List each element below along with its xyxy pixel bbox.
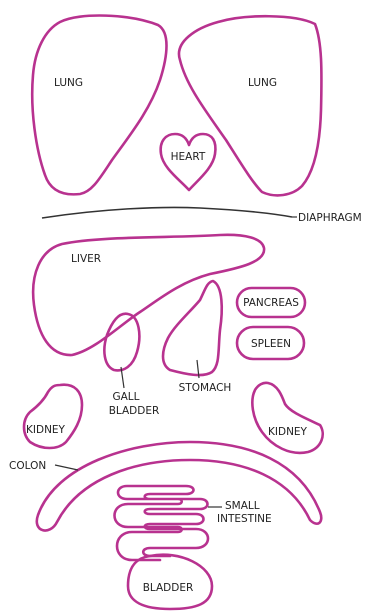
liver-label: LIVER [71,253,101,265]
gall-bladder-label: BLADDER [109,405,160,417]
heart-label: HEART [171,151,206,163]
stomach-outline [163,281,222,375]
pancreas-label: PANCREAS [243,297,299,309]
kidney-left-label: KIDNEY [26,424,66,436]
small-intestine-outline [115,486,209,560]
bladder-label: BLADDER [143,582,194,594]
colon-label: COLON [9,460,46,472]
stomach-label: STOMACH [179,382,232,394]
gall-bladder-outline [104,314,139,371]
liver-outline [33,235,264,355]
lung-right-label: LUNG [248,77,277,89]
intestine-label: INTESTINE [217,513,272,525]
lung-left-outline [32,16,166,195]
diaphragm-label: DIAPHRAGM [298,212,362,224]
kidney-right-label: KIDNEY [268,426,308,438]
kidney-right-outline [252,383,322,453]
small-label: SMALL [225,500,260,512]
lung-left-label: LUNG [54,77,83,89]
kidney-left-outline [24,385,82,448]
colon-leader [55,465,78,470]
spleen-label: SPLEEN [251,338,291,350]
diaphragm-line [42,207,292,218]
gall-label: GALL [112,391,139,403]
lung-right-outline [179,16,321,195]
